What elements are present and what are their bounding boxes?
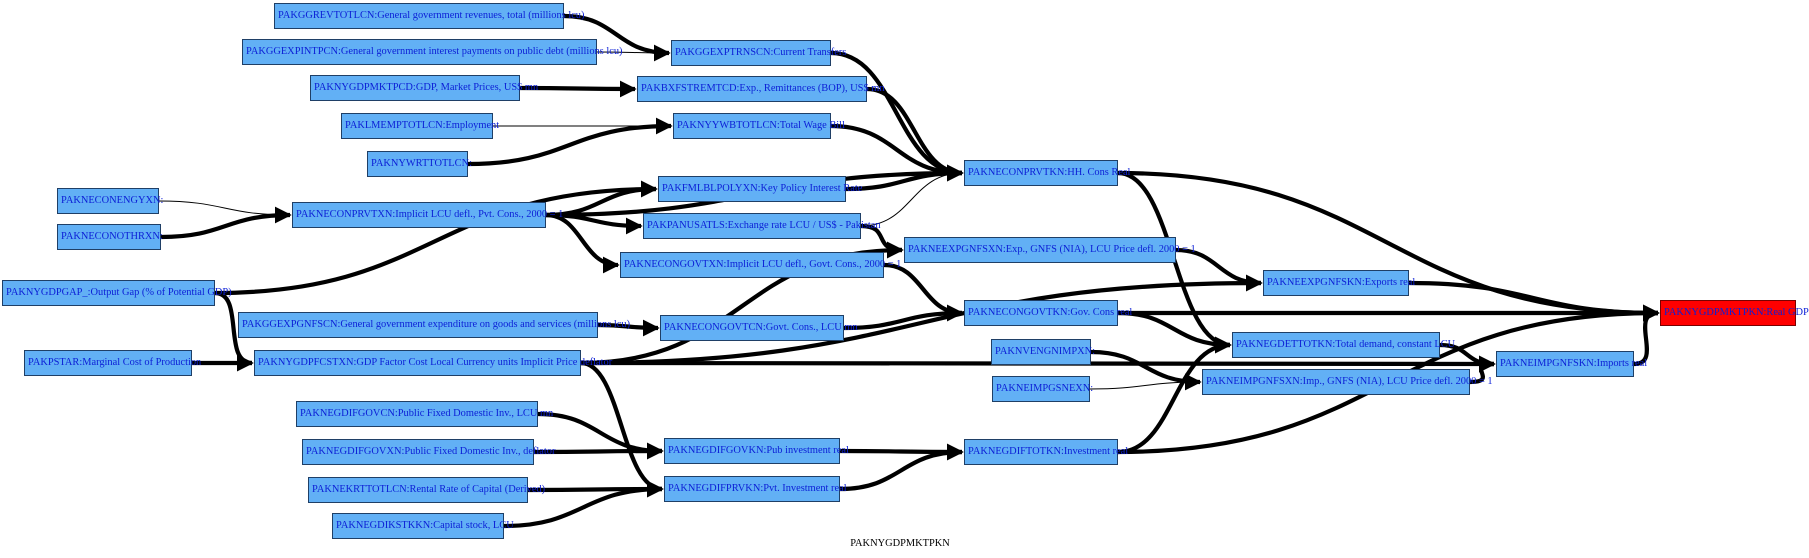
node-congovtkn[interactable]: PAKNECONGOVTKN:Gov. Cons real <box>964 300 1132 326</box>
edge-gdpfcst-to-expgnfskn <box>580 274 1263 366</box>
edge-gdfprvkn-to-gdftotkn <box>839 443 964 492</box>
edge-gdpfcst-to-gdfprvkn <box>580 360 664 498</box>
edge-gdikst-to-gdfprvkn <box>503 480 664 529</box>
edge-gdftotkn-to-dettotkn <box>1117 336 1232 455</box>
node-conothr[interactable]: PAKNECONOTHRXN: <box>57 224 163 250</box>
node-ggexpgnfs[interactable]: PAKGGEXPGNFSCN:General government expend… <box>238 312 630 338</box>
node-congovtcn[interactable]: PAKNECONGOVTCN:Govt. Cons., LCU mn <box>660 315 858 341</box>
edge-expgnfskn-to-target <box>1408 280 1660 322</box>
edge-conprvtxn-to-exrate <box>545 212 643 235</box>
node-gdfgovxn[interactable]: PAKNEGDIFGOVXN:Public Fixed Domestic Inv… <box>302 439 555 465</box>
node-krt[interactable]: PAKNEKRTTOTLCN:Rental Rate of Capital (D… <box>308 477 545 503</box>
node-gdikst[interactable]: PAKNEGDIKSTKKN:Capital stock, LCU <box>332 513 514 539</box>
node-congovtxn[interactable]: PAKNECONGOVTXN:Implicit LCU defl., Govt.… <box>620 252 901 278</box>
edge-wagebill-to-conprvtkn <box>830 123 964 182</box>
node-gdpgap[interactable]: PAKNYGDPGAP_:Output Gap (% of Potential … <box>2 280 232 306</box>
node-keypolicy[interactable]: PAKFMLBLPOLYXN:Key Policy Interest Rate <box>658 176 862 202</box>
node-conprvtkn[interactable]: PAKNECONPRVTKN:HH. Cons Real <box>964 160 1130 186</box>
node-target-real-gdp[interactable]: PAKNYGDPMKTPKN:Real GDP <box>1660 300 1809 326</box>
node-vengnim[interactable]: PAKNVENGNIMPXN: <box>991 339 1095 365</box>
node-impgnfskn[interactable]: PAKNEIMPGNFSKN:Imports real <box>1496 351 1647 377</box>
node-ggexpint[interactable]: PAKGGEXPINTPCN:General government intere… <box>242 39 623 65</box>
node-pstar[interactable]: PAKPSTAR:Marginal Cost of Production <box>24 350 201 376</box>
edge-impgnfsxn-to-impgnfskn <box>1469 355 1496 385</box>
node-gdfprvkn[interactable]: PAKNEGDIFPRVKN:Pvt. Investment real <box>664 476 847 502</box>
node-conengy[interactable]: PAKNECONENGYXN: <box>57 188 163 214</box>
node-ggtrnsc[interactable]: PAKGGEXPTRNSCN:Current Transfers <box>671 40 846 66</box>
edge-ggtrnsc-to-conprvtkn <box>830 50 964 182</box>
node-expgnfsxn[interactable]: PAKNEEXPGNFSXN:Exp., GNFS (NIA), LCU Pri… <box>904 237 1196 263</box>
edge-conengy-to-conprvtxn <box>158 200 291 219</box>
node-gdfgovkn[interactable]: PAKNEGDIFGOVKN:Pub investment real <box>664 438 849 464</box>
node-gdftotkn[interactable]: PAKNEGDIFTOTKN:Investment real <box>964 439 1128 465</box>
node-wrt[interactable]: PAKNYWRTTOTLCN: <box>367 151 472 177</box>
edge-ggexpgnfs-to-congovtcn <box>597 319 660 337</box>
node-conprvtxn[interactable]: PAKNECONPRVTXN:Implicit LCU defl., Pvt. … <box>292 202 563 228</box>
edge-gdpmktpcd-to-rmtrem <box>519 80 637 98</box>
edge-ggexpint-to-ggtrnsc <box>596 48 670 57</box>
edge-exrate-to-conprvtkn <box>860 169 963 227</box>
node-expgnfskn[interactable]: PAKNEEXPGNFSKN:Exports real <box>1263 270 1415 296</box>
edge-wrt-to-wagebill <box>467 117 673 167</box>
edge-conprvtxn-to-congovtxn <box>545 212 620 274</box>
node-exrate[interactable]: PAKPANUSATLS:Exchange rate LCU / US$ - P… <box>643 213 881 239</box>
node-ggrev[interactable]: PAKGGREVTOTLCN:General government revenu… <box>274 3 584 29</box>
edge-conothr-to-conprvtxn <box>160 206 292 240</box>
node-wagebill[interactable]: PAKNYYWBTOTLCN:Total Wage Bill <box>673 113 845 139</box>
node-imgsnex[interactable]: PAKNEIMPGSNEXN: <box>992 376 1093 402</box>
node-impgnfsxn[interactable]: PAKNEIMPGNFSXN:Imp., GNFS (NIA), LCU Pri… <box>1202 369 1493 395</box>
node-gdpfcst[interactable]: PAKNYGDPFCSTXN:GDP Factor Cost Local Cur… <box>254 350 612 376</box>
node-rmtrem[interactable]: PAKBXFSTREMTCD:Exp., Remittances (BOP), … <box>637 76 885 102</box>
edge-congovtkn-to-dettotkn <box>1117 310 1232 354</box>
node-lmemp[interactable]: PAKLMEMPTOTLCN:Employment <box>341 113 499 139</box>
edge-expgnfsxn-to-expgnfskn <box>1175 247 1263 292</box>
edge-keypolicy-to-conprvtkn <box>845 164 964 192</box>
graph-caption: PAKNYGDPMKTPKN <box>850 538 950 549</box>
edge-gdpgap-to-keypolicy <box>214 180 658 296</box>
edge-impgnfskn-to-target <box>1633 304 1660 367</box>
edge-congovtcn-to-congovtkn <box>843 304 964 331</box>
edge-ggrev-to-ggtrnsc <box>563 13 671 62</box>
node-gdpmktpcd[interactable]: PAKNYGDPMKTPCD:GDP, Market Prices, US$ m… <box>310 75 538 101</box>
edge-gdfgovcn-to-gdfgovkn <box>537 411 664 460</box>
edge-congovtxn-to-congovtkn <box>883 262 964 322</box>
node-dettotkn[interactable]: PAKNEGDETTOTKN:Total demand, constant LC… <box>1232 332 1455 358</box>
node-gdfgovcn[interactable]: PAKNEGDIFGOVCN:Public Fixed Domestic Inv… <box>296 401 553 427</box>
edge-gdfgovxn-to-gdfgovkn <box>533 442 664 460</box>
